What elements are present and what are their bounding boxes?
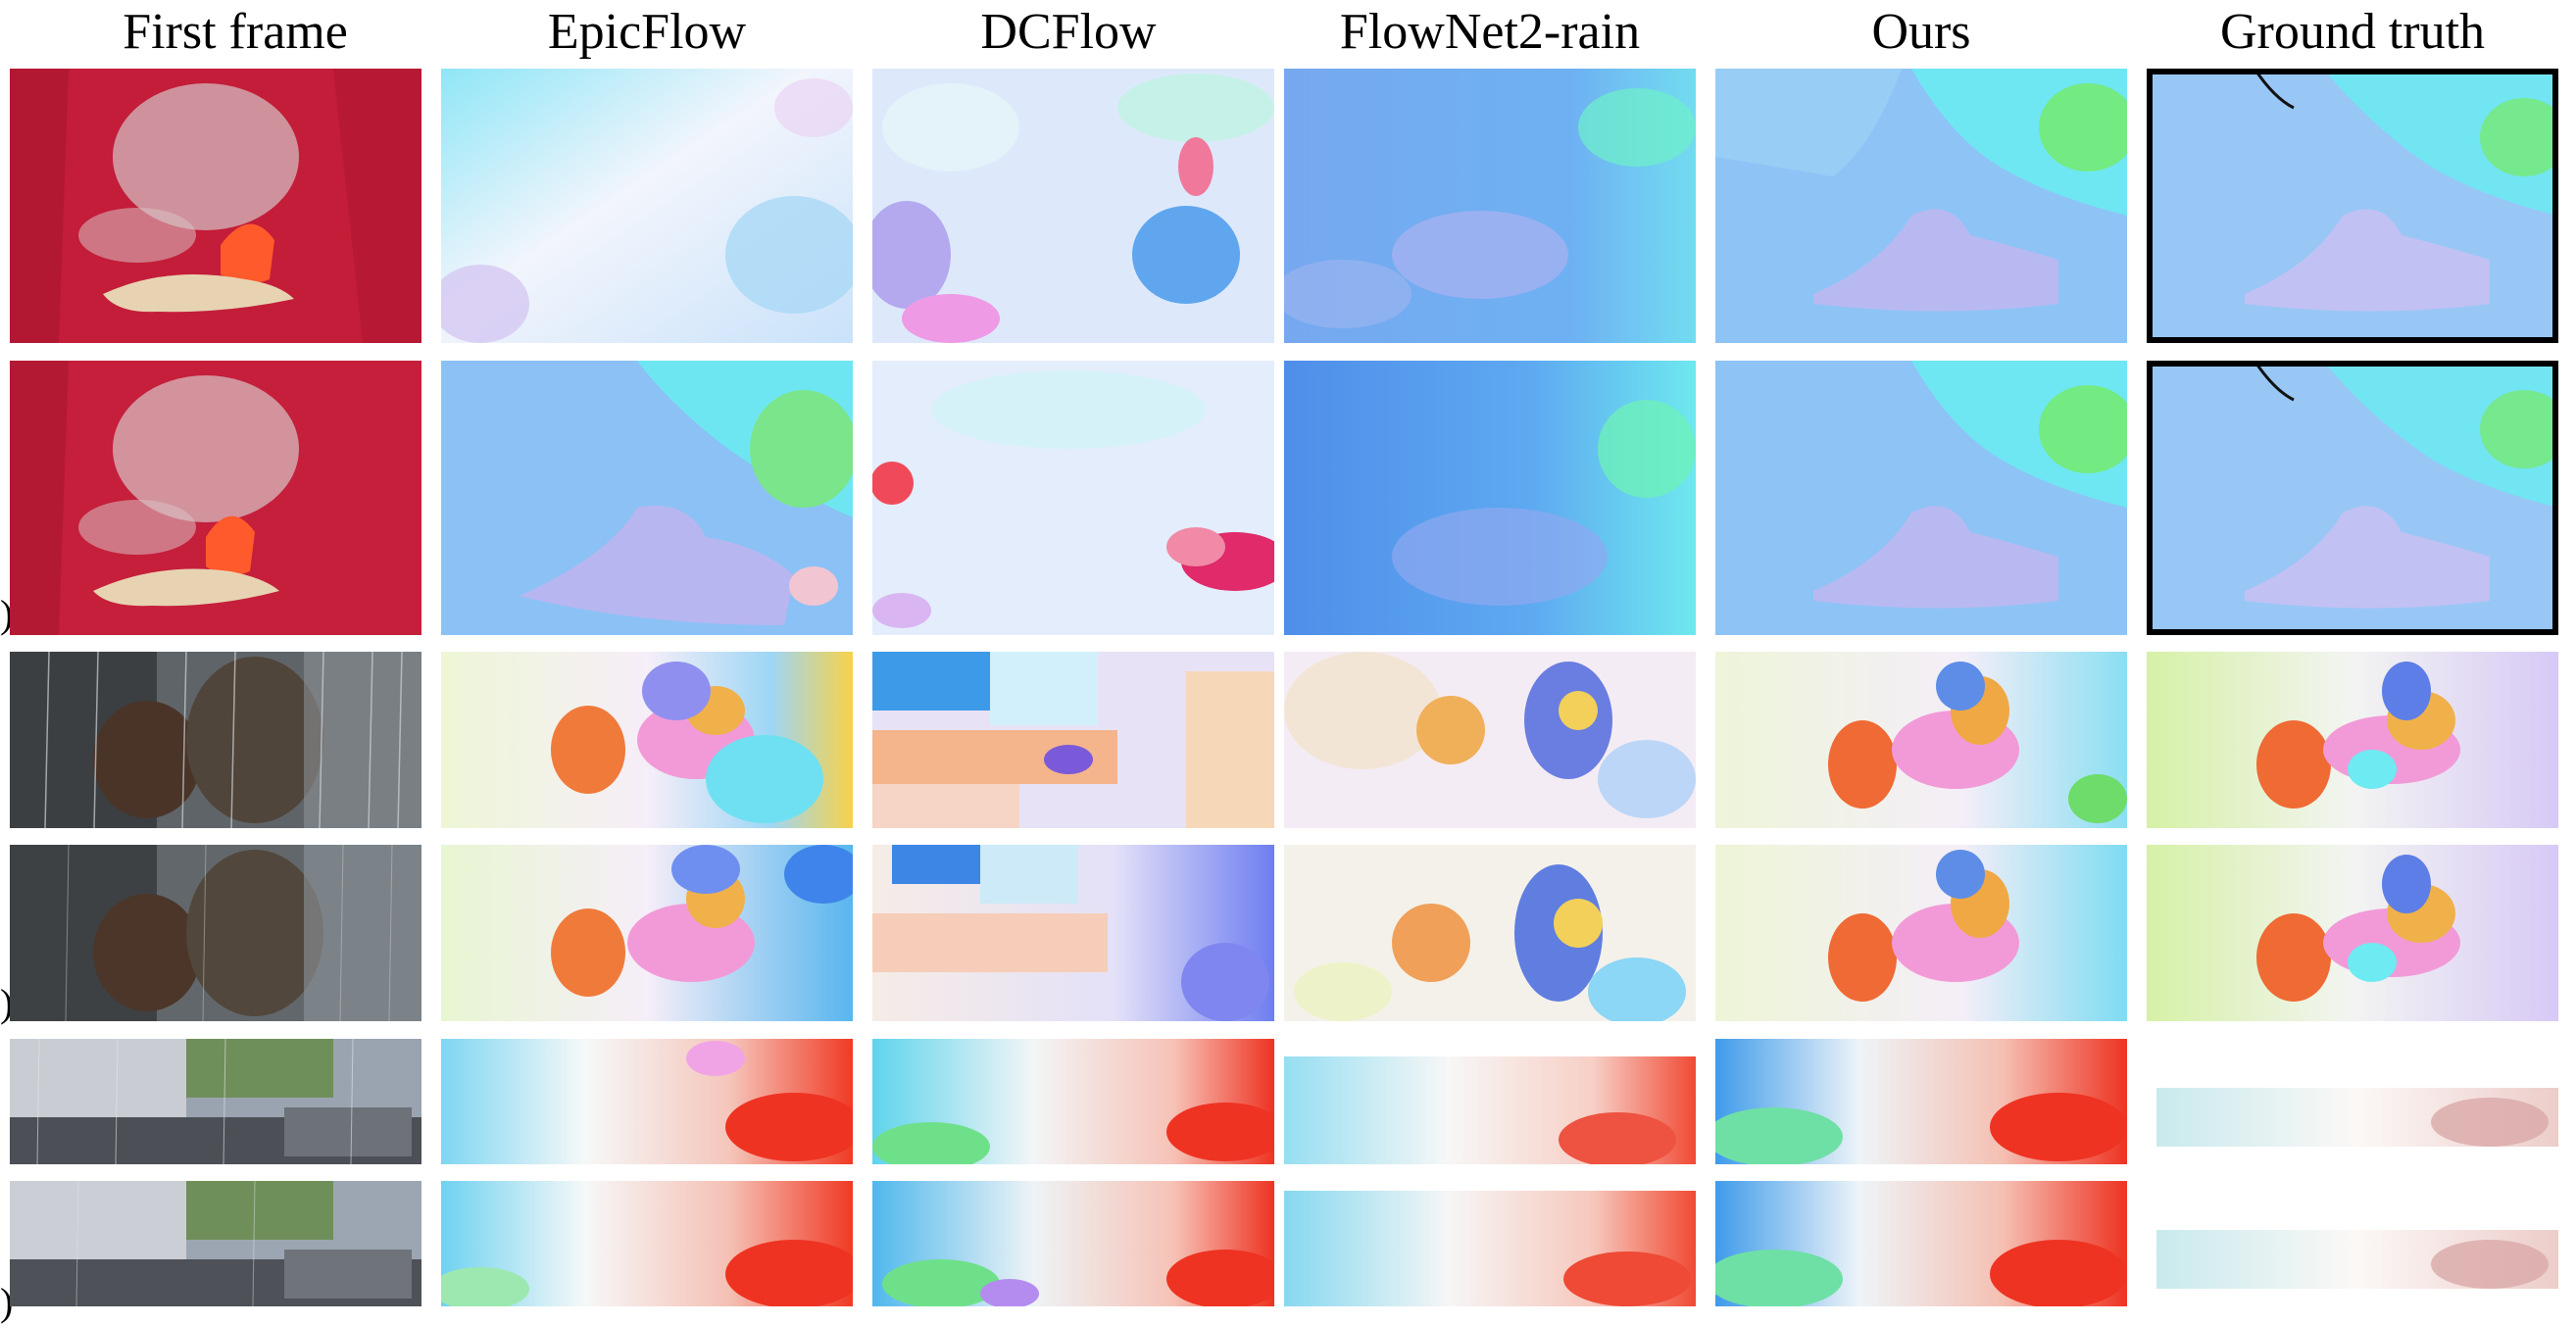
flow-map-flownet2-rain-r2 xyxy=(1284,361,1696,635)
flow-map-ground-truth-r1 xyxy=(2147,69,2558,343)
thumbnail-first-frame-r5 xyxy=(10,1039,421,1164)
flow-map-ground-truth-r4 xyxy=(2147,845,2558,1021)
thumbnail-first-frame-r1 xyxy=(10,69,421,343)
thumbnail-first-frame-r4 xyxy=(10,845,421,1021)
row-label-mark: ) xyxy=(0,981,14,1025)
flow-map-flownet2-rain-r1 xyxy=(1284,69,1696,343)
column-header-dcflow: DCFlow xyxy=(980,4,1157,60)
flow-map-ours-r2 xyxy=(1715,361,2127,635)
thumbnail-first-frame-r3 xyxy=(10,652,421,828)
flow-map-ground-truth-r6 xyxy=(2156,1220,2558,1299)
flow-map-flownet2-rain-r4 xyxy=(1284,845,1696,1021)
flow-map-epicflow-r6 xyxy=(441,1181,853,1306)
flow-map-ours-r3 xyxy=(1715,652,2127,828)
flow-map-flownet2-rain-r3 xyxy=(1284,652,1696,828)
flow-map-ours-r5 xyxy=(1715,1039,2127,1164)
flow-map-dcflow-r2 xyxy=(872,361,1274,635)
column-header-epicflow: EpicFlow xyxy=(547,4,747,60)
column-header-ours: Ours xyxy=(1871,4,1971,60)
flow-map-epicflow-r4 xyxy=(441,845,853,1021)
thumbnail-first-frame-r6 xyxy=(10,1181,421,1306)
flow-map-dcflow-r1 xyxy=(872,69,1274,343)
flow-map-epicflow-r3 xyxy=(441,652,853,828)
flow-map-ours-r6 xyxy=(1715,1181,2127,1306)
flow-map-epicflow-r1 xyxy=(441,69,853,343)
flow-map-ground-truth-r2 xyxy=(2147,361,2558,635)
flow-map-ground-truth-r5 xyxy=(2156,1078,2558,1156)
flow-map-epicflow-r2 xyxy=(441,361,853,635)
flow-map-ground-truth-r3 xyxy=(2147,652,2558,828)
column-header-ground-truth: Ground truth xyxy=(2219,4,2486,60)
column-header-first-frame: First frame xyxy=(123,4,348,60)
row-label-mark: ) xyxy=(0,1280,14,1324)
flow-map-flownet2-rain-r5 xyxy=(1284,1056,1696,1164)
flow-map-flownet2-rain-r6 xyxy=(1284,1191,1696,1306)
flow-map-dcflow-r3 xyxy=(872,652,1274,828)
flow-map-epicflow-r5 xyxy=(441,1039,853,1164)
flow-map-dcflow-r6 xyxy=(872,1181,1274,1306)
thumbnail-first-frame-r2 xyxy=(10,361,421,635)
flow-map-dcflow-r5 xyxy=(872,1039,1274,1164)
row-label-mark: ) xyxy=(0,592,14,636)
column-header-flownet2-rain: FlowNet2-rain xyxy=(1339,4,1641,60)
flow-map-ours-r4 xyxy=(1715,845,2127,1021)
flow-map-dcflow-r4 xyxy=(872,845,1274,1021)
flow-map-ours-r1 xyxy=(1715,69,2127,343)
